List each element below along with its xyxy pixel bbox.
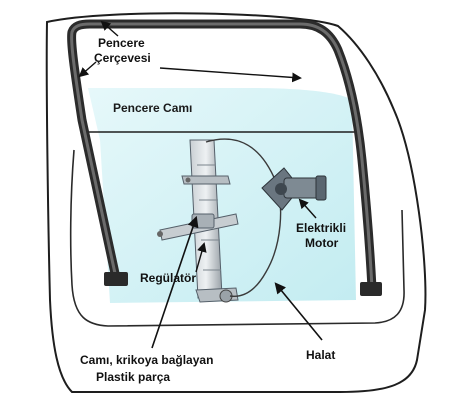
cable <box>205 138 282 297</box>
door-outline <box>45 12 427 393</box>
window-glass <box>88 88 356 303</box>
label-clip-line2: Plastik parça <box>96 370 170 384</box>
motor-arrow <box>298 198 317 219</box>
label-cable: Halat <box>306 348 335 362</box>
cable-arrow <box>274 282 323 341</box>
electric-motor <box>261 167 327 211</box>
regulator-assembly <box>157 139 239 303</box>
frame-foot-right <box>360 282 382 296</box>
label-frame-line2: Çerçevesi <box>94 51 151 65</box>
label-clip-line1: Camı, krikoya bağlayan <box>80 353 213 367</box>
label-frame-line1: Pencere <box>98 36 145 50</box>
regulator-arrow <box>195 242 207 273</box>
door-inner-line <box>69 149 405 327</box>
frame-arrow-right <box>159 67 302 83</box>
label-motor-line1: Elektrikli <box>296 221 346 235</box>
clip-arrow <box>151 215 199 349</box>
frame-arrow-left <box>78 61 97 78</box>
label-motor-line2: Motor <box>305 236 339 250</box>
frame-arrow-top <box>100 20 119 37</box>
label-regulator: Regülatör <box>140 271 196 285</box>
label-glass: Pencere Camı <box>113 101 192 115</box>
frame-foot-left <box>104 272 128 286</box>
